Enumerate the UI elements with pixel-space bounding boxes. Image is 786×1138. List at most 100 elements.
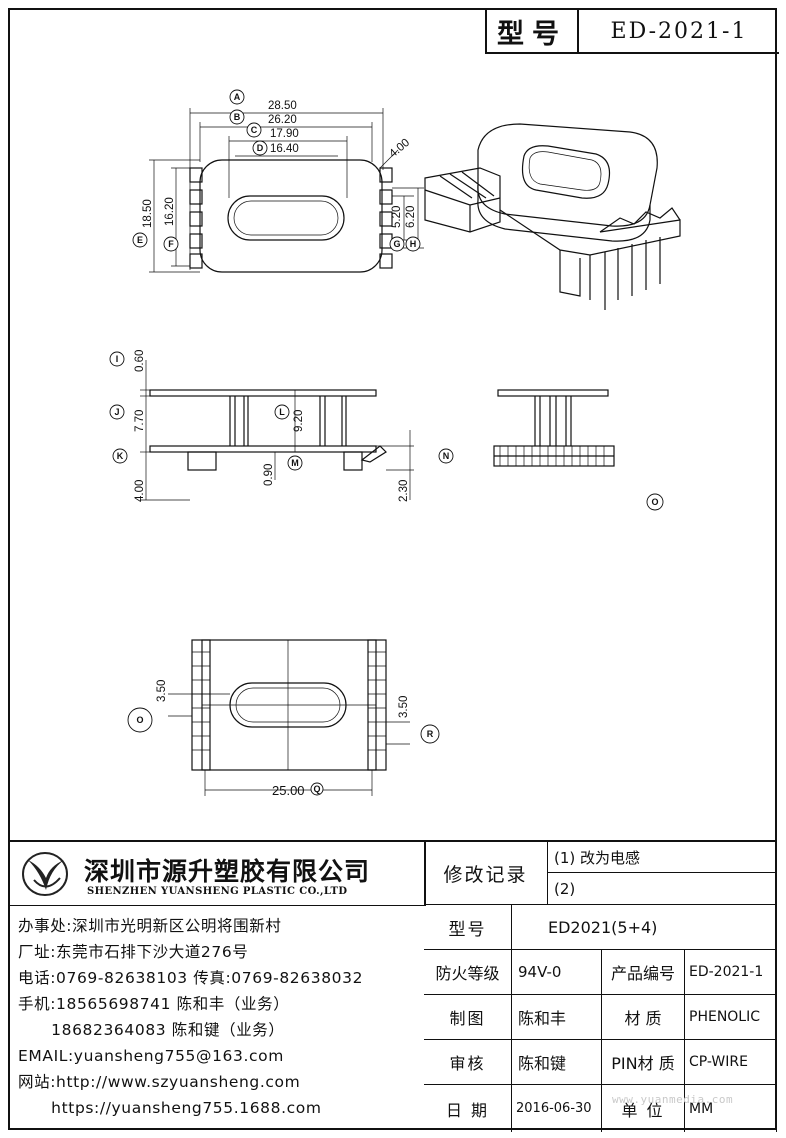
- contact-mobile-1: 手机:18565698741 陈和丰（业务）: [18, 995, 290, 1013]
- callout-e: [132, 232, 148, 248]
- company-logo-icon: [22, 852, 68, 896]
- svg-text:O: O: [651, 497, 658, 507]
- top-view-window: [227, 195, 345, 241]
- company-header: 深圳市源升塑胶有限公司 SHENZHEN YUANSHENG PLASTIC C…: [8, 842, 426, 906]
- watermark: www.yuanmedia.com: [612, 1093, 734, 1106]
- callout-d: [252, 140, 268, 156]
- callout-i: [109, 351, 125, 367]
- material-label: 材 质: [602, 995, 685, 1040]
- dim-k: 4.00: [134, 480, 146, 502]
- svg-text:E: E: [137, 235, 143, 245]
- title-block: 型号 ED-2021-1: [485, 10, 779, 54]
- svg-text:N: N: [443, 451, 450, 461]
- dim-d: 16.40: [270, 143, 299, 155]
- record-item-1: (1) 改为电感: [548, 842, 777, 873]
- contact-factory: 厂址:东莞市石排下沙大道276号: [18, 943, 249, 961]
- dim-s: 3.50: [398, 696, 410, 718]
- svg-text:G: G: [393, 239, 400, 249]
- dim-l: 9.20: [293, 410, 305, 432]
- dim-n: 2.30: [398, 480, 410, 502]
- svg-text:M: M: [291, 458, 299, 468]
- material-value: PHENOLIC: [685, 995, 777, 1040]
- callout-l: [274, 404, 290, 420]
- dim-j: 7.70: [134, 410, 146, 432]
- record-label: 修改记录: [424, 842, 548, 905]
- fire-value: 94V-0: [512, 950, 602, 995]
- drawing-frame: [8, 8, 777, 1130]
- top-view-right-pins: [379, 167, 393, 269]
- dim-a: 28.50: [268, 100, 297, 112]
- title-block-label: 型号: [487, 10, 579, 52]
- dim-angle: 4.00: [387, 137, 412, 161]
- svg-text:B: B: [234, 112, 241, 122]
- draw-value: 陈和丰: [512, 995, 602, 1040]
- contact-office: 办事处:深圳市光明新区公明将围新村: [18, 917, 282, 935]
- end-view: O: [493, 389, 664, 511]
- contact-shop: https://yuansheng755.1688.com: [18, 1099, 322, 1117]
- svg-text:O: O: [136, 715, 143, 725]
- contact-website: 网站:http://www.szyuansheng.com: [18, 1073, 301, 1091]
- callout-m: [287, 455, 303, 471]
- isometric-view: [424, 123, 681, 310]
- model-label: 型号: [424, 905, 512, 950]
- model-value: ED2021(5+4): [512, 905, 777, 950]
- callout-g: [389, 236, 405, 252]
- callout-a: [229, 89, 245, 105]
- company-contacts: 办事处:深圳市光明新区公明将围新村 厂址:东莞市石排下沙大道276号 电话:07…: [18, 913, 424, 1121]
- record-item-2: (2): [548, 873, 777, 905]
- callout-f: [163, 236, 179, 252]
- technical-drawing: 28.50 26.20 17.90 16.40 4.00 18.50 16.20…: [109, 89, 681, 798]
- bottom-view: 3.50 3.50 25.00 O Q R: [127, 639, 440, 798]
- fire-label: 防火等级: [424, 950, 512, 995]
- contact-mobile-2: 18682364083 陈和键（业务）: [18, 1021, 285, 1039]
- svg-text:A: A: [234, 92, 241, 102]
- callout-n: [438, 448, 454, 464]
- product-label: 产品编号: [602, 950, 685, 995]
- callout-r: [310, 782, 324, 796]
- dim-c: 17.90: [270, 128, 299, 140]
- product-value: ED-2021-1: [685, 950, 777, 995]
- spec-grid: 修改记录 (1) 改为电感 (2) 型号 ED2021(5+4) 防火等级 94…: [424, 842, 777, 1132]
- company-name-cn: 深圳市源升塑胶有限公司: [84, 857, 371, 886]
- review-value: 陈和键: [512, 1040, 602, 1085]
- title-block-value: ED-2021-1: [610, 18, 748, 44]
- dim-e: 18.50: [142, 199, 154, 228]
- callout-c: [246, 122, 262, 138]
- callout-k: [112, 448, 128, 464]
- unit-value: MM: [685, 1085, 777, 1132]
- draw-label: 制图: [424, 995, 512, 1040]
- callout-s: [420, 724, 440, 744]
- dim-m: 0.90: [263, 464, 275, 486]
- review-label: 审核: [424, 1040, 512, 1085]
- svg-text:J: J: [114, 407, 119, 417]
- svg-text:H: H: [410, 239, 417, 249]
- svg-text:K: K: [117, 451, 124, 461]
- dim-b: 26.20: [268, 114, 297, 126]
- contact-email: EMAIL:yuansheng755@163.com: [18, 1047, 284, 1065]
- dim-q: 3.50: [156, 680, 168, 702]
- svg-text:C: C: [251, 125, 258, 135]
- dim-h: 6.20: [405, 206, 417, 228]
- callout-o: [646, 493, 664, 511]
- dim-f: 16.20: [164, 197, 176, 226]
- callout-j: [109, 404, 125, 420]
- callout-b: [229, 109, 245, 125]
- date-value: 2016-06-30: [512, 1085, 602, 1132]
- callout-h: [405, 236, 421, 252]
- dim-i: 0.60: [134, 350, 146, 372]
- svg-text:L: L: [279, 407, 285, 417]
- svg-text:I: I: [116, 354, 119, 364]
- info-table: 深圳市源升塑胶有限公司 SHENZHEN YUANSHENG PLASTIC C…: [8, 840, 777, 1132]
- top-view: 28.50 26.20 17.90 16.40 4.00 18.50 16.20…: [132, 89, 424, 273]
- svg-text:D: D: [257, 143, 264, 153]
- contact-phone: 电话:0769-82638103 传真:0769-82638032: [18, 969, 364, 987]
- callout-q: [127, 707, 153, 733]
- date-label: 日 期: [424, 1085, 512, 1132]
- top-view-body: [199, 159, 383, 273]
- pin-label: PIN材 质: [602, 1040, 685, 1085]
- svg-text:Q: Q: [313, 784, 320, 794]
- svg-text:R: R: [427, 729, 434, 739]
- company-name-en: SHENZHEN YUANSHENG PLASTIC CO.,LTD: [87, 886, 348, 897]
- side-view: 0.60 7.70 4.00 9.20 0.90 2.30 I J K L M …: [109, 350, 454, 502]
- pin-value: CP-WIRE: [685, 1040, 777, 1085]
